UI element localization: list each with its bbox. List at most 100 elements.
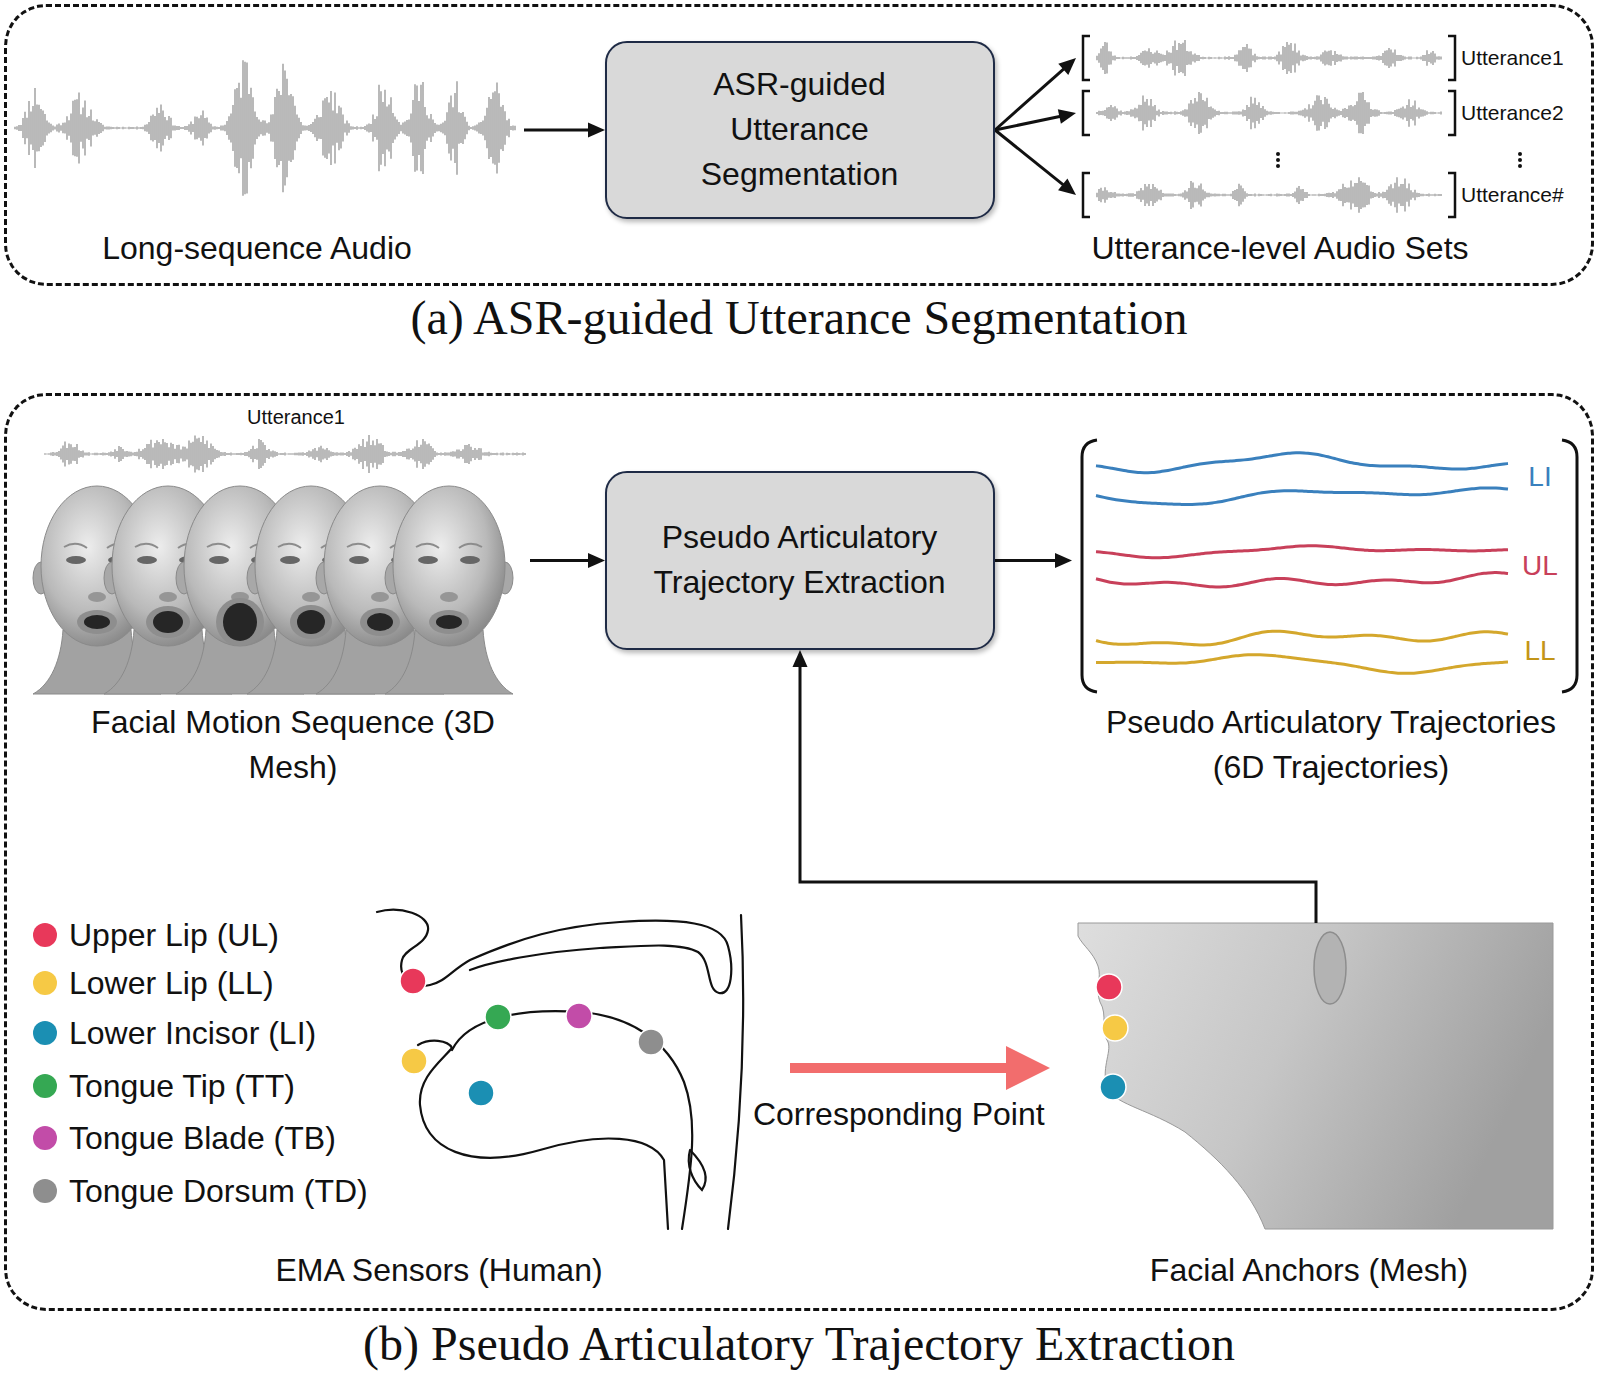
panel-caption: (a) ASR-guided Utterance Segmentation xyxy=(149,290,1449,345)
mouth xyxy=(153,611,183,633)
legend-swatch xyxy=(33,923,57,947)
edge-label: Corresponding Point xyxy=(753,1092,1045,1137)
node-label: Utterance2 xyxy=(1461,98,1589,127)
sensor-dot xyxy=(638,1029,664,1055)
trajectory-curve xyxy=(1096,655,1508,674)
audio-set-group: Utterance-level Audio SetsUtterance1Utte… xyxy=(1064,30,1590,280)
node-label: Facial Motion Sequence (3D Mesh) xyxy=(73,700,513,790)
eye xyxy=(460,556,480,564)
legend-swatch xyxy=(33,971,57,995)
anchor-dots xyxy=(1096,974,1128,1100)
connector xyxy=(530,553,605,568)
anchor-dot xyxy=(1096,974,1122,1000)
brow xyxy=(135,544,158,548)
palate-line xyxy=(377,910,731,994)
connector xyxy=(790,1046,1050,1090)
connector xyxy=(995,58,1076,130)
arrow-head xyxy=(1058,58,1076,75)
arrow-head xyxy=(1055,553,1072,568)
vocal-tract-sketch xyxy=(377,910,743,1229)
sensor-dot xyxy=(566,1003,592,1029)
eye xyxy=(137,556,157,564)
lips xyxy=(290,605,332,639)
trajectory-curve xyxy=(1096,488,1508,505)
trajectory-curve xyxy=(1096,546,1508,558)
connector-line xyxy=(524,129,590,132)
face-mesh xyxy=(385,486,513,694)
sensor-dot xyxy=(485,1004,511,1030)
dot xyxy=(1518,152,1522,156)
legend-label: Tongue Tip (TT) xyxy=(69,1064,295,1109)
nose xyxy=(159,592,177,602)
node-label: Pseudo Articulatory Trajectory Extractio… xyxy=(625,515,975,605)
utterance-clip: Utterance1 xyxy=(1076,34,1588,82)
legend-label: Lower Lip (LL) xyxy=(69,961,274,1006)
node-label: Pseudo Articulatory Trajectories (6D Tra… xyxy=(1076,700,1586,790)
utterance-clip: Utterance2 xyxy=(1076,89,1588,137)
legend-label: Tongue Blade (TB) xyxy=(69,1116,336,1161)
trajectory-tag: LL xyxy=(1524,634,1555,668)
node-label: Long-sequence Audio xyxy=(17,226,497,271)
dot xyxy=(1518,158,1522,162)
bracket xyxy=(1082,440,1097,692)
panel-caption: (b) Pseudo Articulatory Trajectory Extra… xyxy=(149,1316,1449,1371)
lips xyxy=(360,608,400,636)
nose xyxy=(88,592,106,602)
bracket xyxy=(1448,36,1455,80)
dot xyxy=(1276,158,1280,162)
pharynx-wall xyxy=(728,915,743,1229)
legend-swatch xyxy=(33,1074,57,1098)
head-profile xyxy=(1078,923,1553,1229)
eye xyxy=(349,556,369,564)
dot xyxy=(1518,164,1522,168)
legend-swatch xyxy=(33,1021,57,1045)
trajectory-tag: LI xyxy=(1528,460,1551,494)
ema-sensor-dots xyxy=(400,968,664,1106)
eye xyxy=(280,556,300,564)
mouth xyxy=(367,613,393,631)
audio-waveform xyxy=(1097,92,1441,134)
brow xyxy=(416,544,439,548)
mouth xyxy=(223,603,257,641)
connector xyxy=(793,650,1317,923)
ellipsis-dots xyxy=(1276,152,1522,168)
legend-label: Tongue Dorsum (TD) xyxy=(69,1169,368,1214)
mouth xyxy=(84,615,110,629)
bracket xyxy=(1448,173,1455,217)
node-label: EMA Sensors (Human) xyxy=(249,1248,629,1293)
lips xyxy=(429,610,469,634)
dot xyxy=(1276,164,1280,168)
mouth xyxy=(436,615,462,629)
ear xyxy=(1314,932,1346,1004)
jaw-line xyxy=(418,1041,668,1229)
arrow-head xyxy=(588,123,605,138)
tongue-line xyxy=(452,1011,692,1229)
ema-figure: EMA Sensors (Human) xyxy=(250,895,790,1295)
brow xyxy=(347,544,370,548)
nose xyxy=(302,592,320,602)
arrow-head xyxy=(588,553,605,568)
lips xyxy=(77,610,117,634)
dot xyxy=(1276,152,1280,156)
brow xyxy=(64,544,87,548)
arrow-head xyxy=(1006,1046,1050,1090)
utterance-clip: Utterance# xyxy=(1076,171,1588,219)
head xyxy=(393,486,505,646)
sensor-dot xyxy=(401,1048,427,1074)
node-label: Facial Anchors (Mesh) xyxy=(1109,1248,1509,1293)
eye xyxy=(66,556,86,564)
connector-line xyxy=(995,130,1064,185)
connector xyxy=(995,553,1072,568)
arrow-head xyxy=(1058,109,1076,124)
arrow-head xyxy=(1058,179,1076,195)
anchor-dot xyxy=(1100,1074,1126,1100)
connector-line xyxy=(995,559,1057,562)
eye xyxy=(418,556,438,564)
connector-line xyxy=(995,116,1061,130)
trajectory-tag: UL xyxy=(1522,549,1558,583)
connector xyxy=(524,123,605,138)
trajectory-curve xyxy=(1096,631,1508,645)
mesh-anchor-figure: Facial Anchors (Mesh) xyxy=(1050,923,1580,1295)
face-meshes xyxy=(33,486,513,694)
